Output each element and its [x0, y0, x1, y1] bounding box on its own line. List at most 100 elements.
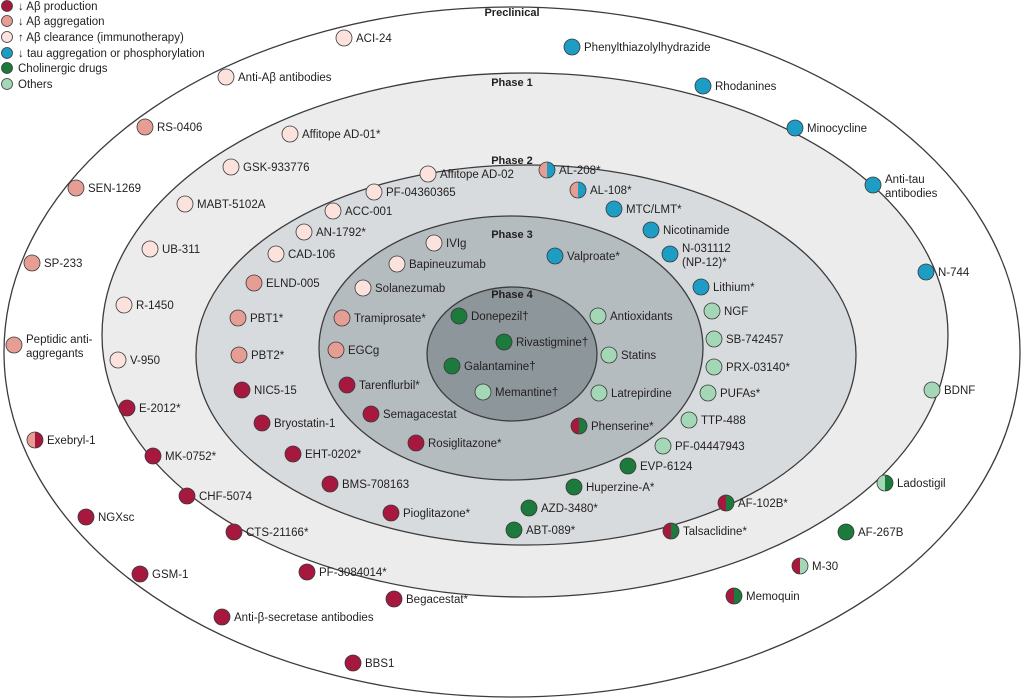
drug-label-n-744: N-744 [938, 267, 970, 279]
drug-label-minocycline: Minocycline [807, 123, 867, 135]
drug-label-bryostatin-1: Bryostatin-1 [274, 418, 335, 430]
drug-label-ngf: NGF [724, 306, 748, 318]
drug-marker-mtc-lmt [605, 200, 623, 218]
drug-marker-peptidic-anti-aggregants [5, 336, 23, 354]
legend-label-a-production: ↓ Aβ production [18, 1, 98, 13]
drug-label-pioglitazone: Pioglitazone* [403, 508, 471, 520]
drug-marker-nicotinamide [642, 221, 660, 239]
drug-label-bapineuzumab: Bapineuzumab [409, 259, 486, 271]
drug-galantamine: Galantamine† [443, 357, 536, 375]
drug-marker-phenylthiazolylhydrazide [563, 38, 581, 56]
drug-label-statins: Statins [621, 350, 656, 362]
drug-marker-af-102b [717, 494, 735, 512]
drug-label-donepezil: Donepezil† [471, 311, 529, 323]
drug-tramiprosate: Tramiprosate* [333, 309, 426, 327]
phase-title-preclinical: Preclinical [484, 7, 539, 19]
drug-marker-acc-001 [324, 202, 342, 220]
drug-marker-valproate [546, 247, 564, 265]
drug-n-744: N-744 [917, 263, 970, 281]
drug-marker-pbt1 [229, 309, 247, 327]
drug-marker-anti-tau-antibodies [864, 176, 882, 194]
drug-prx-03140: PRX-03140* [705, 358, 790, 376]
legend-label-cholinergic-drugs: Cholinergic drugs [18, 63, 108, 75]
drug-pf-04360365: PF-04360365 [365, 183, 456, 201]
phase-title-2: Phase 2 [491, 155, 533, 167]
phase-title-4: Phase 4 [491, 289, 533, 301]
drug-evp-6124: EVP-6124 [619, 457, 693, 475]
drug-rs-0406: RS-0406 [136, 118, 202, 136]
drug-marker-tramiprosate [333, 309, 351, 327]
drug-bryostatin-1: Bryostatin-1 [253, 414, 335, 432]
drug-ngf: NGF [703, 302, 748, 320]
drug-label-anti-a-antibodies: Anti-Aβ antibodies [238, 72, 332, 84]
drug-label-memantine: Memantine† [495, 387, 558, 399]
drug-label-egcg: EGCg [348, 345, 379, 357]
drug-mk-0752: MK-0752* [144, 447, 217, 465]
drug-elnd-005: ELND-005 [245, 274, 320, 292]
drug-marker-exebryl-1 [26, 431, 44, 449]
drug-marker-memoquin [725, 587, 743, 605]
drug-label-semagacestat: Semagacestat [383, 409, 457, 421]
drug-bbs1: BBS1 [344, 654, 394, 672]
drug-phenylthiazolylhydrazide: Phenylthiazolylhydrazide [563, 38, 711, 56]
drug-memoquin: Memoquin [725, 587, 800, 605]
drug-label-pbt2: PBT2* [251, 350, 285, 362]
drug-rivastigmine: Rivastigmine† [495, 333, 588, 351]
drug-label-phenserine: Phenserine* [591, 421, 654, 433]
drug-rhodanines: Rhodanines [694, 77, 777, 95]
drug-label-prx-03140: PRX-03140* [726, 362, 790, 374]
drug-al-108: AL-108* [569, 181, 632, 199]
drug-marker-mabt-5102a [176, 195, 194, 213]
drug-marker-ivig [425, 234, 443, 252]
drug-label-rs-0406: RS-0406 [157, 122, 202, 134]
drug-n-031112-np-12: N-031112(NP-12)* [661, 243, 731, 269]
drug-label-evp-6124: EVP-6124 [640, 461, 693, 473]
drug-marker-solanezumab [354, 279, 372, 297]
drug-label-ivig: IVIg [446, 238, 466, 250]
drug-label-v-950: V-950 [130, 355, 160, 367]
drug-label-cad-106: CAD-106 [288, 249, 335, 261]
drug-marker-sp-233 [23, 254, 41, 272]
drug-af-102b: AF-102B* [717, 494, 788, 512]
drug-marker-egcg [327, 341, 345, 359]
drug-label-r-1450: R-1450 [136, 300, 174, 312]
drug-label-phenylthiazolylhydrazide: Phenylthiazolylhydrazide [584, 42, 711, 54]
drug-aci-24: ACI-24 [335, 29, 392, 47]
drug-label-eht-0202: EHT-0202* [305, 449, 362, 461]
drug-label-rhodanines: Rhodanines [715, 81, 777, 93]
drug-pufas: PUFAs* [699, 384, 761, 402]
drug-label-peptidic-anti-aggregants: Peptidic anti-aggregants [26, 334, 93, 360]
drug-label-nic5-15: NIC5-15 [254, 385, 297, 397]
drug-bdnf: BDNF [923, 381, 975, 399]
drug-exebryl-1: Exebryl-1 [26, 431, 96, 449]
drug-marker-nic5-15 [233, 381, 251, 399]
drug-marker-r-1450 [115, 296, 133, 314]
drug-affitope-ad-01: Affitope AD-01* [281, 125, 381, 143]
drug-label-cts-21166: CTS-21166* [246, 527, 309, 539]
drug-label-rosiglitazone: Rosiglitazone* [428, 438, 502, 450]
drug-label-abt-089: ABT-089* [526, 525, 576, 537]
drug-marker-talsaclidine [662, 522, 680, 540]
drug-marker-donepezil [450, 307, 468, 325]
drug-label-chf-5074: CHF-5074 [199, 491, 253, 503]
drug-label-rivastigmine: Rivastigmine† [516, 337, 588, 349]
drug-label-ngxsc: NGXsc [98, 512, 135, 524]
drug-pf-04447943: PF-04447943 [654, 437, 745, 455]
drug-gsm-1: GSM-1 [131, 565, 188, 583]
drug-pioglitazone: Pioglitazone* [382, 504, 471, 522]
drug-label-mtc-lmt: MTC/LMT* [626, 204, 682, 216]
legend-swatch-cholinergic-drugs [1, 62, 13, 74]
drug-marker-pf-3084014 [298, 563, 316, 581]
drug-cts-21166: CTS-21166* [225, 523, 309, 541]
drug-marker-eht-0202 [284, 445, 302, 463]
drug-ub-311: UB-311 [141, 240, 200, 258]
drug-label-acc-001: ACC-001 [345, 206, 392, 218]
drug-label-bms-708163: BMS-708163 [342, 479, 409, 491]
drug-marker-rs-0406 [136, 118, 154, 136]
drug-marker-anti-a-antibodies [217, 68, 235, 86]
drug-label-pf-04447943: PF-04447943 [675, 441, 745, 453]
drug-marker-latrepirdine [590, 384, 608, 402]
drug-marker-tarenflurbil [338, 376, 356, 394]
drug-begacestat: Begacestat* [385, 590, 469, 608]
